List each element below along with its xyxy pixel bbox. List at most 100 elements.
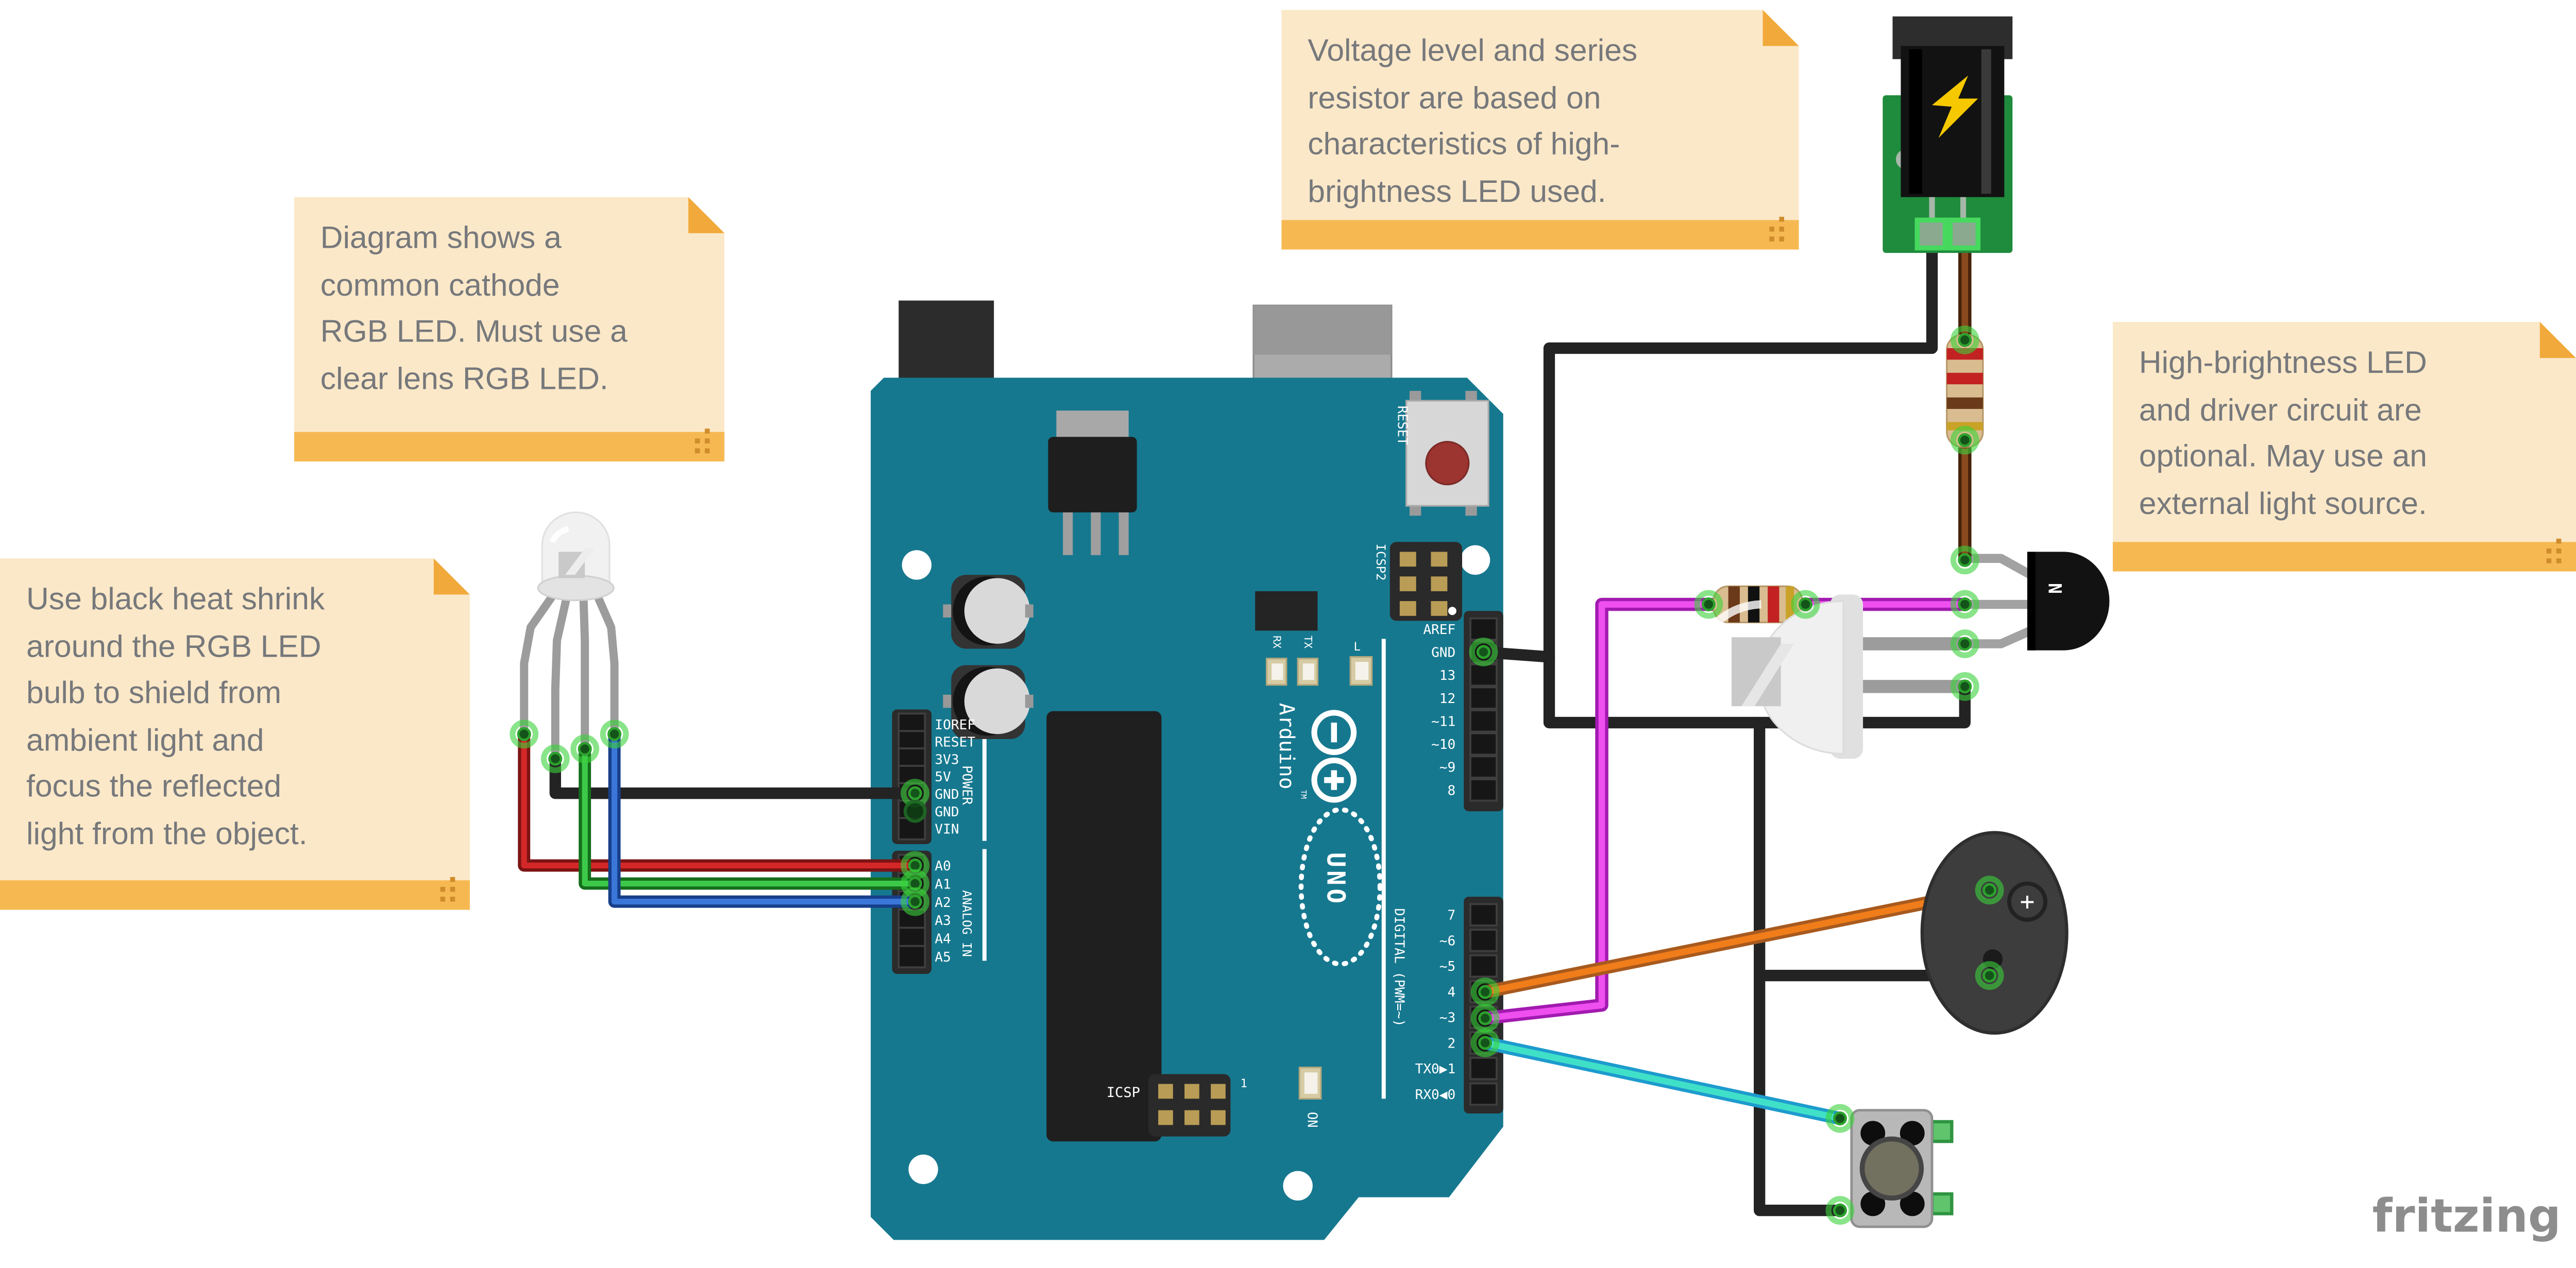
pin-label-A0: A0: [935, 859, 951, 874]
barrel-jack-cap: [899, 300, 994, 386]
sticky-note-rgb-type[interactable]: Diagram shows a common cathode RGB LED. …: [294, 197, 724, 461]
rgb-led-leg-red[interactable]: [520, 585, 561, 739]
wire-joint[interactable]: [1975, 876, 2004, 905]
wire-green-a1[interactable]: [582, 746, 918, 887]
wire-joint[interactable]: [1950, 325, 1979, 354]
wire-joint[interactable]: [570, 734, 600, 763]
transistor[interactable]: N: [2027, 552, 2110, 650]
pin-digital-top-8[interactable]: [1469, 778, 1498, 802]
wire-red-a0[interactable]: [521, 731, 918, 869]
wire-joint[interactable]: [1825, 1104, 1855, 1133]
wire-blue-a2[interactable]: [612, 731, 918, 905]
note-resize-grip-icon[interactable]: [705, 449, 710, 454]
sticky-note-voltage[interactable]: Voltage level and series resistor are ba…: [1281, 10, 1799, 250]
wire-joint[interactable]: [1950, 590, 1979, 619]
pin-digital-top-~11[interactable]: [1469, 709, 1498, 733]
jack-pad-positive[interactable]: [1947, 217, 1981, 251]
tx-label: TX: [1302, 636, 1314, 648]
wire-joint[interactable]: [1975, 961, 2004, 990]
arduino-uno-board[interactable]: RESET ICSP2: [871, 300, 1503, 1240]
pin-label-~10: ~10: [1431, 737, 1455, 752]
wire-joint[interactable]: [540, 744, 570, 774]
pin-label-A5: A5: [935, 950, 951, 965]
wire-joint[interactable]: [1950, 672, 1979, 701]
note-bar[interactable]: [2113, 542, 2576, 571]
piezo-buzzer[interactable]: +: [1920, 831, 2069, 1035]
pin-label-~3: ~3: [1439, 1010, 1455, 1026]
rgb-led-leg-blue[interactable]: [590, 585, 619, 739]
wire-cyan-pin2-button[interactable]: [1482, 1039, 1843, 1122]
icsp2-label: ICSP2: [1374, 543, 1388, 580]
reset-button[interactable]: [1405, 390, 1489, 516]
jack-pad-negative[interactable]: [1914, 217, 1948, 251]
sticky-note-heatshrink[interactable]: Use black heat shrink around the RGB LED…: [0, 558, 470, 910]
reset-button-cap[interactable]: [1425, 441, 1470, 486]
pin-digital-bottom-~6[interactable]: [1469, 929, 1498, 952]
power-bolt-icon: [1932, 75, 1978, 138]
wire-black-branch-button[interactable]: [1754, 716, 1846, 1216]
pin-digital-top-12[interactable]: [1469, 686, 1498, 710]
rx-label: RX: [1270, 636, 1283, 648]
rgb-led-leg-black[interactable]: [551, 585, 573, 763]
wire-orange-pin4-buzzer[interactable]: [1482, 886, 1993, 996]
uno-label: UNO: [1321, 852, 1350, 907]
unconnected-pin-highlight: [903, 799, 927, 823]
wire-joint[interactable]: [1469, 638, 1498, 666]
wire-joint[interactable]: [510, 719, 539, 749]
note-resize-grip-icon[interactable]: [2556, 558, 2562, 563]
pin-label-A3: A3: [935, 913, 951, 929]
sticky-note-optional[interactable]: High-brightness LED and driver circuit a…: [2113, 322, 2576, 572]
pin-digital-bottom-~5[interactable]: [1469, 954, 1498, 978]
note-bar[interactable]: [294, 432, 724, 461]
fritzing-logo: fritzing: [2372, 1189, 2561, 1243]
pin-digital-top-13[interactable]: [1469, 663, 1498, 687]
wire-joint-center: [1958, 597, 1972, 612]
connection-points: [510, 325, 2004, 1225]
analog-separator-line: [982, 849, 987, 961]
pin-digital-top-~10[interactable]: [1469, 732, 1498, 756]
wire-joint[interactable]: [1470, 978, 1500, 1006]
icsp-header[interactable]: [1148, 1074, 1231, 1137]
rgb-led-leg-green[interactable]: [579, 585, 589, 753]
l-led-window: [1355, 662, 1369, 680]
wire-joint[interactable]: [1950, 425, 1979, 455]
pushbutton[interactable]: [1850, 1109, 1954, 1228]
note-resize-grip-icon[interactable]: [450, 897, 455, 902]
pin-digital-bottom-RX0◀0[interactable]: [1469, 1082, 1498, 1106]
wire-joint[interactable]: [1825, 1196, 1855, 1225]
logo-plus-ring: [1311, 757, 1357, 803]
wire-joint[interactable]: [600, 719, 629, 749]
note-bar[interactable]: [0, 880, 470, 910]
power-jack-breakout[interactable]: [1883, 16, 2013, 253]
icsp2-header[interactable]: [1389, 542, 1463, 621]
wire-joint[interactable]: [1470, 1028, 1500, 1057]
rgb-led[interactable]: [537, 511, 615, 602]
pin-digital-bottom-TX0▶1[interactable]: [1469, 1056, 1498, 1081]
capacitor: [943, 665, 1033, 739]
wire-joint[interactable]: [1694, 590, 1723, 619]
wire-joint[interactable]: [1791, 590, 1820, 619]
jack-highlight: [1981, 49, 1991, 194]
pin-digital-top-~9[interactable]: [1469, 755, 1498, 779]
pin-digital-top-AREF[interactable]: [1469, 617, 1498, 641]
high-brightness-led[interactable]: [1712, 594, 1863, 759]
button-cap[interactable]: [1859, 1136, 1924, 1201]
jack-shade: [1909, 49, 1922, 194]
note-text: Voltage level and series resistor are ba…: [1308, 34, 1638, 210]
wire-magenta-pin3[interactable]: [1478, 597, 1972, 1025]
wire-joint[interactable]: [1950, 629, 1979, 658]
wire-blue-a2[interactable]: [608, 728, 922, 908]
wire-joint[interactable]: [1950, 545, 1979, 575]
pin-label-~5: ~5: [1439, 959, 1455, 974]
note-resize-grip-icon[interactable]: [1779, 236, 1784, 242]
wire-black-jack-to-gnd[interactable]: [1543, 241, 1971, 729]
pin-digital-bottom-7[interactable]: [1469, 903, 1498, 927]
wire-joint[interactable]: [901, 887, 930, 916]
wire-magenta-pin3[interactable]: [1482, 601, 1969, 1022]
mounting-hole: [908, 1154, 938, 1185]
pin1-marker: [1448, 607, 1456, 615]
note-bar[interactable]: [1281, 220, 1799, 249]
analog-section-label: ANALOG IN: [960, 890, 974, 957]
band-red: [1946, 372, 1983, 385]
pin-analog-A5[interactable]: [897, 945, 926, 969]
